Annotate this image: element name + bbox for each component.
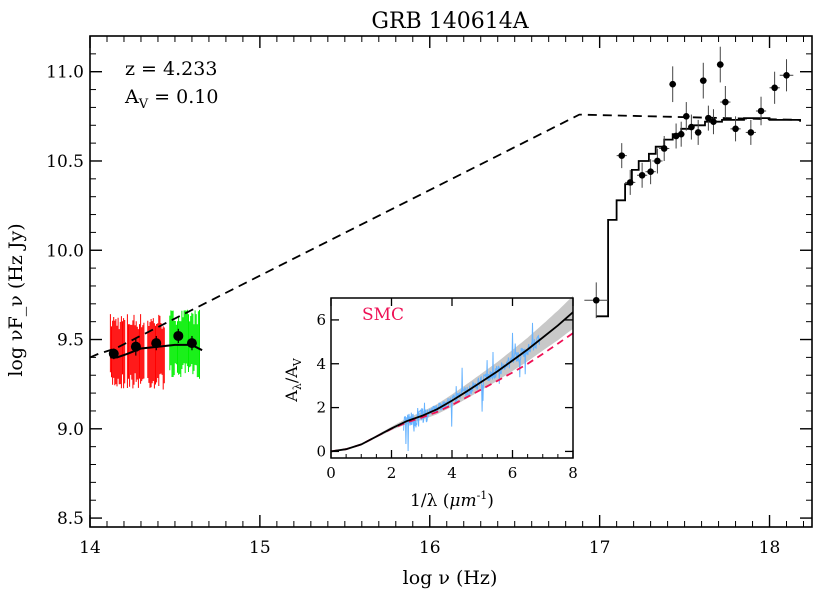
y-tick-label: 8.5 (57, 509, 84, 529)
inset-y-label-sep: / (282, 377, 301, 383)
inset-y-tick-label: 6 (316, 311, 326, 329)
xray-data-point (682, 113, 690, 120)
xray-data-point (654, 157, 661, 165)
xray-data-point (783, 71, 790, 79)
inset-legend-smc: SMC (362, 305, 404, 325)
xray-data-point (699, 77, 707, 84)
inset-x-tick-label: 8 (568, 464, 578, 482)
xray-data-point (672, 132, 680, 140)
inset-y-label-num-sub: λ (291, 383, 304, 390)
nir-data-point (173, 330, 184, 341)
xray-data-point (694, 129, 702, 136)
xray-data-point (771, 84, 778, 92)
inset-y-tick-label: 4 (316, 355, 326, 373)
xray-data-point (638, 171, 646, 179)
xray-step-model-line (596, 117, 801, 318)
xray-data-point (660, 145, 668, 152)
y-tick-label: 9.0 (57, 420, 84, 440)
best-fit-extinction-curve (330, 311, 574, 453)
x-tick-label: 15 (249, 538, 271, 558)
x-axis-label: log ν (Hz) (403, 567, 498, 589)
inset-y-tick-label: 2 (316, 399, 326, 417)
spectrum-segment (147, 314, 165, 390)
extinction-subscript: V (138, 97, 149, 112)
xray-data-point (669, 80, 676, 88)
inset-y-label-den: A (282, 366, 301, 379)
xray-data-point (710, 118, 717, 126)
inset-x-label-sup: -1 (477, 489, 488, 502)
intrinsic-model-dashed-line (89, 113, 801, 359)
inset-x-label-unit: μm (449, 491, 476, 511)
afterglow-extinction-data (403, 322, 541, 452)
x-tick-label: 16 (419, 538, 441, 558)
xray-data-point (677, 130, 685, 138)
y-axis-label: log νF_ν (Hz Jy) (5, 223, 27, 376)
x-tick-label: 17 (589, 538, 611, 558)
inset-y-tick-label: 0 (316, 442, 326, 460)
inset-y-label-den-sub: V (291, 357, 304, 367)
inset-x-axis-label: 1/λ (μm-1) (410, 489, 494, 511)
y-tick-label: 11.0 (46, 63, 84, 83)
xray-data-point (705, 114, 712, 122)
nir-data-point (186, 338, 197, 349)
extinction-value: = 0.10 (148, 86, 218, 108)
inset-plot: 0 2 4 6 8 0 2 4 6 (316, 295, 578, 482)
inset-y-axis-label: Aλ/AV (282, 357, 304, 403)
xray-data-point (688, 123, 695, 131)
xray-data-point (618, 152, 626, 159)
x-tick-label: 14 (79, 538, 101, 558)
redshift-annotation: z = 4.233 (125, 58, 217, 80)
inset-x-tick-label: 0 (326, 464, 336, 482)
y-tick-label: 10.0 (46, 241, 84, 261)
main-plot: 14 15 16 17 18 8.5 9.0 9.5 10.0 10.5 11.0 (46, 35, 813, 558)
xray-data-point (747, 129, 755, 136)
xray-data-point (732, 125, 739, 133)
xray-data-point (592, 296, 600, 304)
inset-x-tick-label: 2 (387, 464, 397, 482)
extinction-annotation: AV = 0.10 (124, 86, 218, 112)
plot-frame (89, 35, 813, 528)
nir-data-point (130, 341, 141, 352)
xray-data-point (716, 61, 724, 68)
xray-data-point (647, 168, 654, 175)
inset-y-label-num: A (282, 390, 301, 403)
nir-data-point (108, 348, 119, 359)
inset-x-label-prefix: 1/λ ( (410, 491, 449, 511)
chart-title: GRB 140614A (371, 9, 529, 34)
nir-data-point (151, 338, 162, 349)
y-tick-label: 9.5 (57, 331, 84, 351)
x-tick-label: 18 (759, 538, 781, 558)
xray-data-point (757, 107, 765, 115)
xray-data-point (626, 179, 634, 186)
inset-x-label-suffix: ) (487, 491, 494, 511)
extinction-symbol: A (124, 86, 139, 108)
inset-x-tick-label: 4 (447, 464, 457, 482)
y-tick-label: 10.5 (46, 152, 84, 172)
xray-data-point (722, 98, 729, 106)
inset-x-tick-label: 6 (508, 464, 518, 482)
